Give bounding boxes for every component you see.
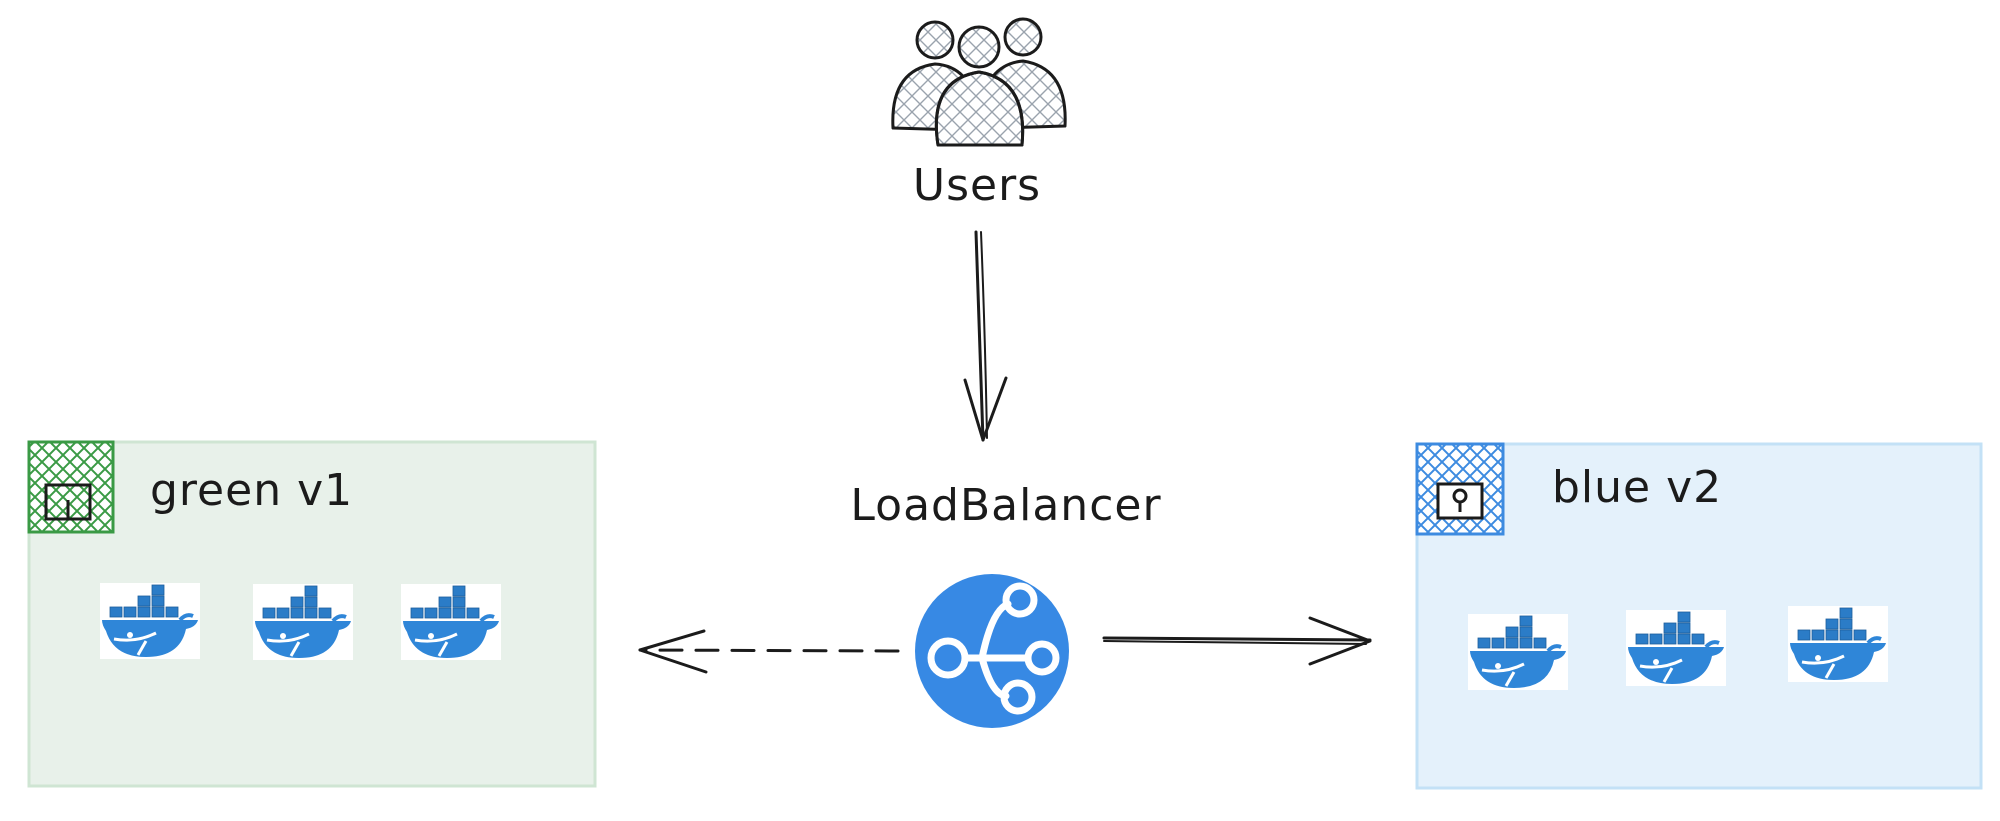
lb-to-blue-arrow xyxy=(1102,616,1372,666)
green-v1-group: green v1 xyxy=(27,440,597,788)
docker-whale-icon xyxy=(100,583,200,659)
blue-v2-group: blue v2 xyxy=(1415,442,1983,790)
lb-to-green-arrow xyxy=(638,629,900,674)
private-subnet-lock-icon xyxy=(1415,442,1505,536)
load-balancer-icon xyxy=(915,574,1069,728)
docker-whale-icon xyxy=(253,584,353,660)
docker-whale-icon xyxy=(1788,606,1888,682)
private-subnet-icon xyxy=(27,440,115,534)
docker-whale-icon xyxy=(401,584,501,660)
green-v1-label: green v1 xyxy=(150,465,353,516)
docker-whale-icon xyxy=(1626,610,1726,686)
blue-v2-label: blue v2 xyxy=(1552,462,1722,513)
users-label: Users xyxy=(913,160,1041,211)
users-to-lb-arrow xyxy=(963,230,1008,442)
users-group-icon xyxy=(891,17,1067,147)
docker-whale-icon xyxy=(1468,614,1568,690)
load-balancer-label: LoadBalancer xyxy=(850,480,1161,531)
